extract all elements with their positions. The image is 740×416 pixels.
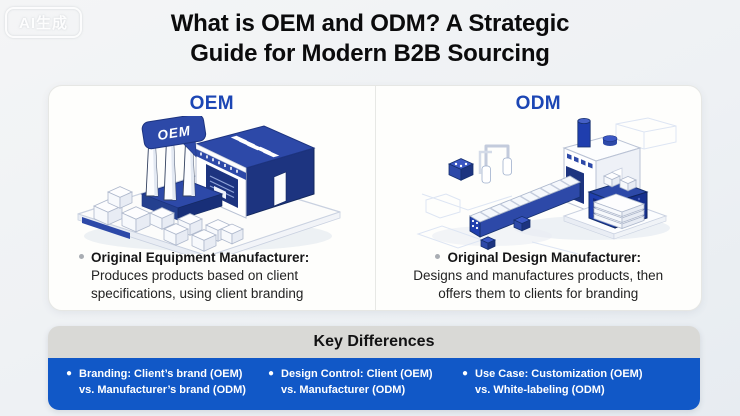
oem-heading: OEM: [189, 93, 234, 114]
kd-design-line1: Design Control: Client (OEM): [281, 368, 433, 380]
smokestacks: [145, 130, 196, 201]
kd-design-line2: vs. Manufacturer (ODM): [281, 384, 406, 396]
bullet-icon: ●: [268, 368, 275, 379]
list-item: ● Branding: Client’s brand (OEM) vs. Man…: [66, 366, 268, 410]
crates: [92, 186, 244, 252]
key-differences-heading: Key Differences: [48, 326, 700, 358]
title-line-1: What is OEM and ODM? A Strategic: [170, 10, 570, 37]
kd-usecase-line1: Use Case: Customization (OEM): [475, 368, 643, 380]
oem-bubble-label: OEM: [156, 123, 192, 143]
bullet-icon: ●: [66, 368, 73, 379]
kd-branding-line1: Branding: Client’s brand (OEM): [79, 368, 243, 380]
conveyor-belt: [469, 175, 582, 238]
oem-term: Original Equipment Manufacturer:: [91, 250, 310, 265]
odm-factory-illustration: [416, 117, 677, 254]
oem-description: Produces products based on client specif…: [91, 268, 304, 301]
page-title: What is OEM and ODM? A Strategic Guide f…: [0, 9, 740, 69]
key-differences-list: ● Branding: Client’s brand (OEM) vs. Man…: [48, 358, 700, 410]
odm-heading: ODM: [515, 93, 561, 114]
bullet-icon: ●: [462, 368, 469, 379]
odm-text-block: Original Design Manufacturer: Designs an…: [376, 249, 702, 303]
comparison-card: OEM: [48, 85, 702, 311]
oem-factory-illustration: OEM: [77, 116, 341, 254]
kd-usecase-line2: vs. White-labeling (ODM): [475, 384, 605, 396]
blue-crate: [448, 158, 475, 181]
kd-branding-line2: vs. Manufacturer’s brand (ODM): [79, 384, 246, 396]
bullet-dot: [435, 254, 441, 259]
list-item: ● Use Case: Customization (OEM) vs. Whit…: [462, 366, 692, 410]
odm-panel: ODM: [376, 86, 702, 310]
odm-description: Designs and manufactures products, then …: [413, 268, 664, 301]
pallet-stack: [593, 193, 646, 230]
oem-speech-bubble: OEM: [141, 116, 206, 158]
bullet-dot: [79, 254, 84, 259]
oem-panel: OEM: [49, 86, 376, 310]
title-line-2: Guide for Modern B2B Sourcing: [190, 40, 550, 67]
ai-generated-badge: AI生成: [5, 7, 83, 38]
list-item: ● Design Control: Client (OEM) vs. Manuf…: [268, 366, 462, 410]
oem-text-block: Original Equipment Manufacturer: Produce…: [49, 249, 375, 303]
odm-term: Original Design Manufacturer:: [447, 250, 642, 265]
key-differences-section: Key Differences ● Branding: Client’s bra…: [48, 326, 700, 410]
